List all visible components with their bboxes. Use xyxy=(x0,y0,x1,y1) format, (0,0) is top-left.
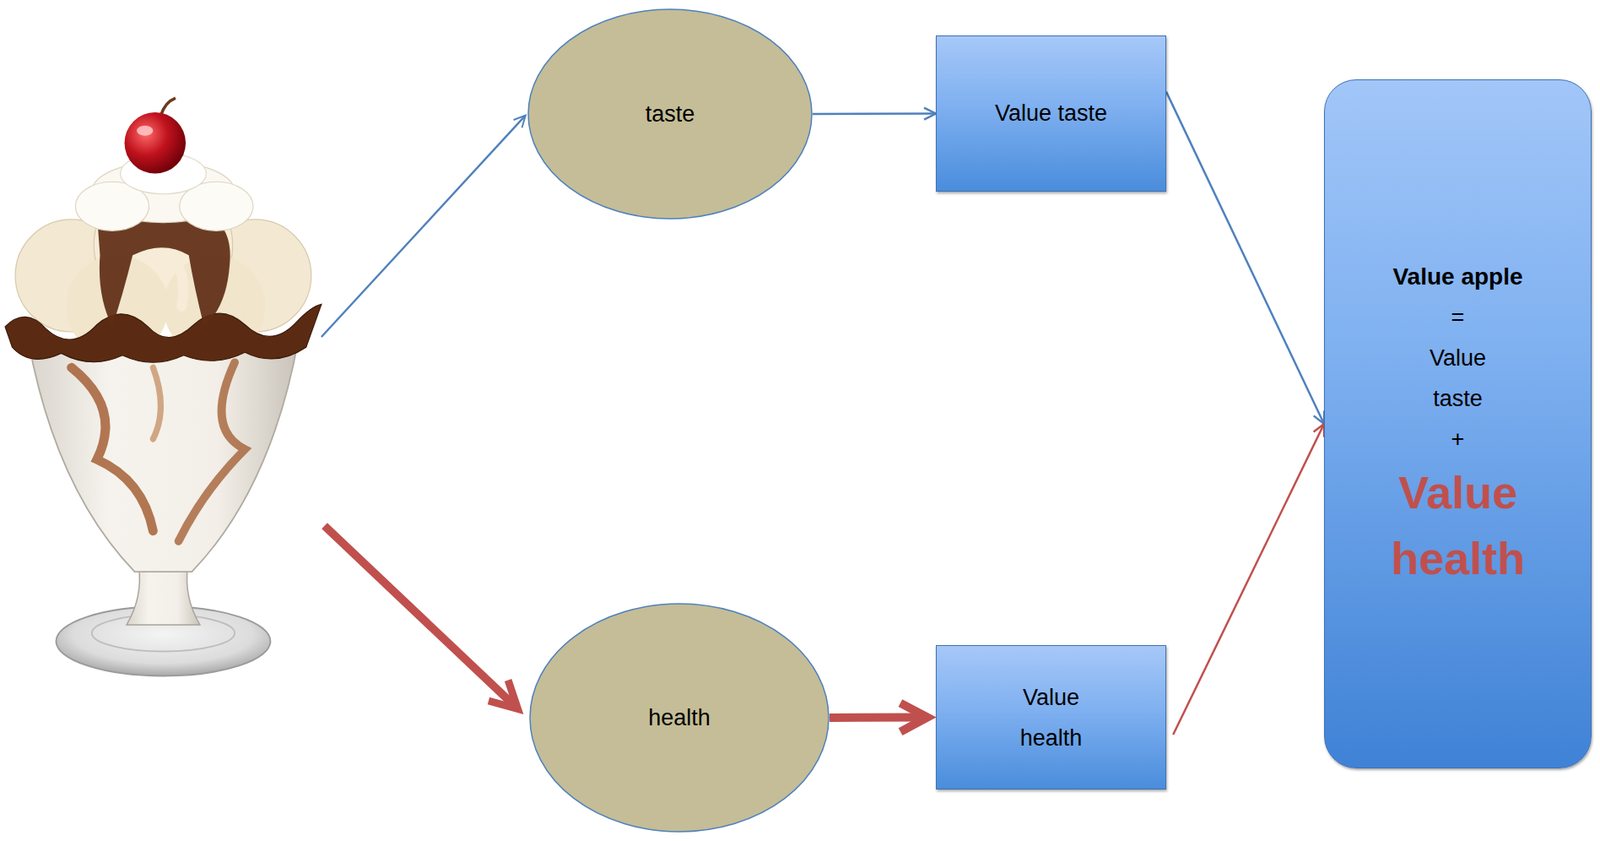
connector-arrow xyxy=(812,112,936,115)
node-content: health xyxy=(529,602,830,833)
picture-arrow xyxy=(321,115,526,337)
picture-arrow xyxy=(324,525,516,707)
node-content: Value taste xyxy=(936,36,1166,191)
connector-arrow xyxy=(829,713,926,723)
node-label: health xyxy=(648,703,711,731)
equation-text: + xyxy=(1451,418,1465,460)
node-label: Value health xyxy=(1005,676,1098,758)
equation-text: = xyxy=(1451,297,1465,338)
attribute-ellipse: taste xyxy=(527,8,813,220)
connector-arrow xyxy=(1166,91,1325,424)
value-box: Value taste xyxy=(935,35,1167,192)
attribute-ellipse: health xyxy=(529,602,830,833)
ellipse-shape xyxy=(529,603,829,832)
equation-text: Value apple xyxy=(1392,256,1523,298)
node-content: Value health xyxy=(936,645,1166,789)
node-label: Value taste xyxy=(994,99,1108,127)
total-value-box: Value apple=Value taste+Value health xyxy=(1324,79,1592,768)
sundae-drawing xyxy=(5,97,526,707)
connector-arrow xyxy=(1172,423,1325,735)
node-content: Value apple=Value taste+Value health xyxy=(1324,80,1591,768)
equation-text: Value taste xyxy=(1416,337,1501,419)
equation-text: Value health xyxy=(1340,459,1577,592)
ellipse-shape xyxy=(528,9,812,219)
node-content: taste xyxy=(527,8,813,220)
node-label: taste xyxy=(645,100,696,128)
value-box: Value health xyxy=(935,644,1167,790)
